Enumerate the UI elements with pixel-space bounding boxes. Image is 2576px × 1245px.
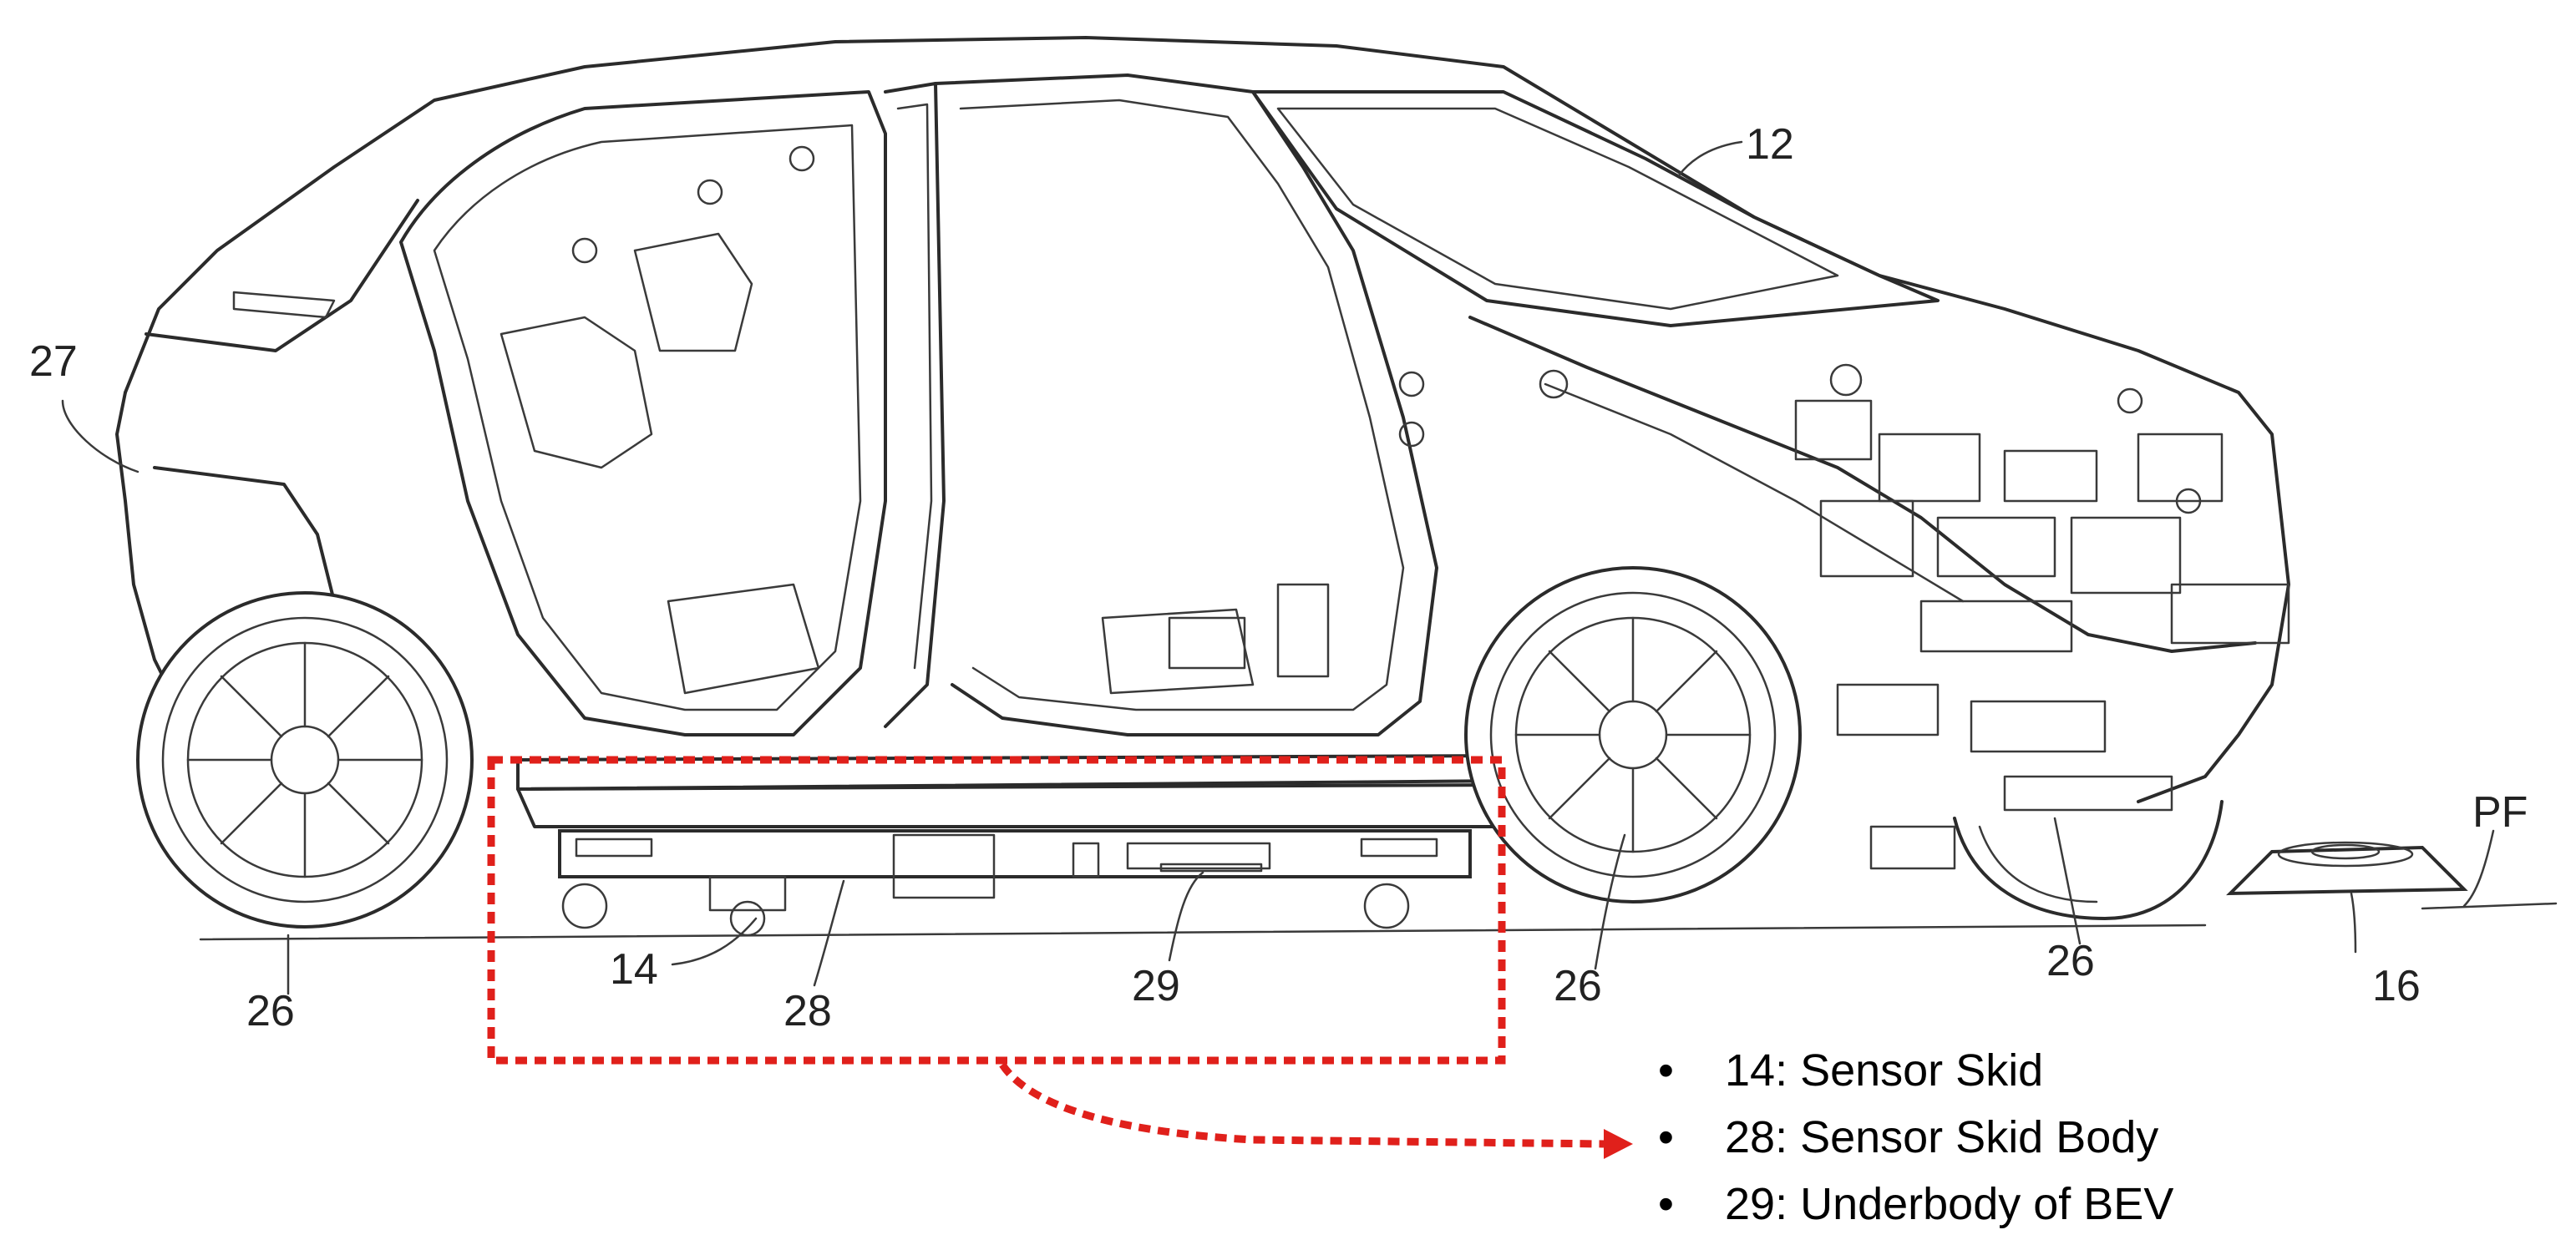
label-rear-part: 27 <box>29 337 78 386</box>
engine-bay <box>1794 363 2290 870</box>
label-wheel-rear: 26 <box>246 987 295 1035</box>
legend-bullet: • <box>1658 1045 1674 1096</box>
legend-bullet: • <box>1658 1179 1674 1229</box>
legend-item: • 29: Underbody of BEV <box>1658 1179 2173 1229</box>
legend-item: • 28: Sensor Skid Body <box>1658 1112 2158 1162</box>
wheel-far-front <box>1953 800 2224 920</box>
legend-item-text: 29: Underbody of BEV <box>1725 1179 2173 1229</box>
highlight-box <box>487 756 1506 1065</box>
label-plane-floor: PF <box>2472 788 2528 837</box>
wheel-rear <box>136 591 474 929</box>
label-underbody: 29 <box>1132 962 1180 1010</box>
legend-item-text: 28: Sensor Skid Body <box>1725 1112 2158 1162</box>
legend-item-text: 14: Sensor Skid <box>1725 1045 2043 1096</box>
sensor-skid <box>558 829 1472 937</box>
arrow-right-icon <box>1604 1129 1633 1159</box>
wheel-front <box>1464 566 1802 903</box>
legend: • 14: Sensor Skid • 28: Sensor Skid Body… <box>1658 1045 2173 1229</box>
legend-item: • 14: Sensor Skid <box>1658 1045 2043 1096</box>
charging-pad <box>2226 841 2468 896</box>
label-wheel-front: 26 <box>1554 962 1602 1010</box>
leader-lines <box>61 140 2495 995</box>
interior-structure <box>499 145 1569 695</box>
callout-arrow <box>999 1062 1633 1159</box>
label-vehicle: 12 <box>1746 120 1794 169</box>
legend-bullet: • <box>1658 1112 1674 1162</box>
label-sensor-skid: 14 <box>610 945 658 994</box>
label-charging-pad: 16 <box>2372 962 2421 1010</box>
label-wheel-far-front: 26 <box>2046 937 2095 985</box>
label-skid-body: 28 <box>783 987 832 1035</box>
reference-numerals: 12 27 26 14 28 29 26 26 16 PF <box>29 120 2528 1035</box>
ground-line <box>199 902 2558 941</box>
